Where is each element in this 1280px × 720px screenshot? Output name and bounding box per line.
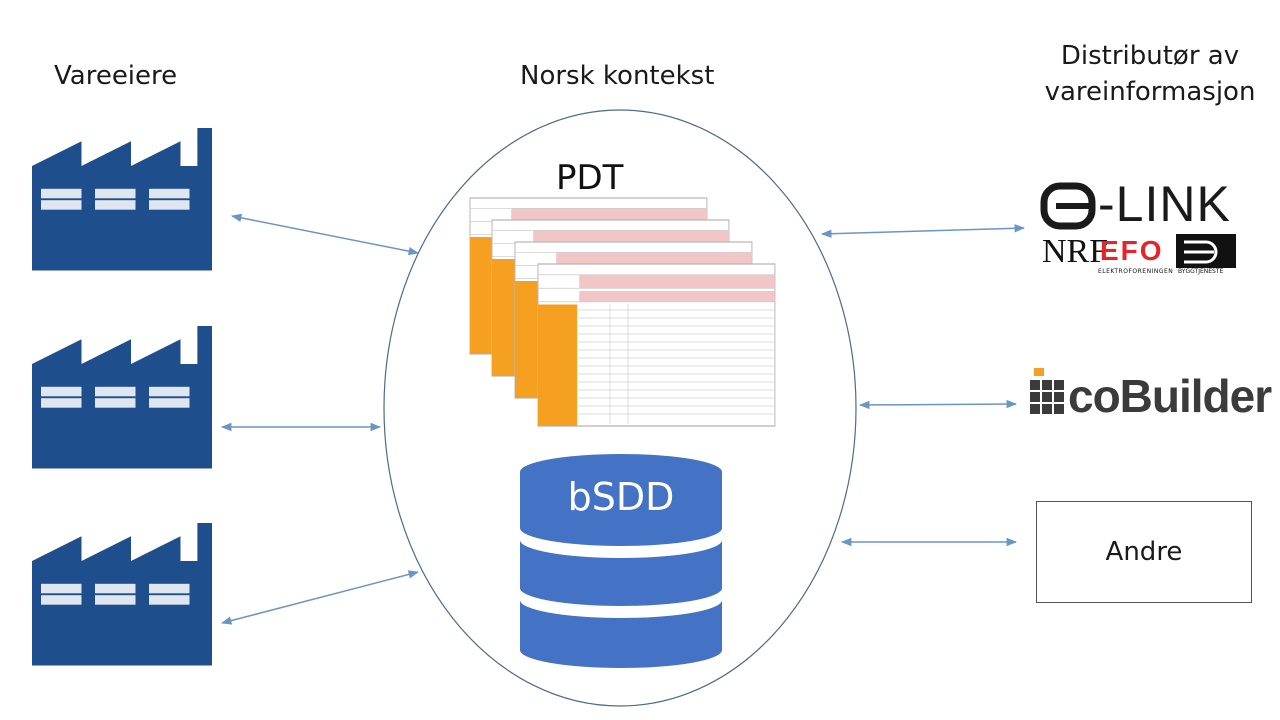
distributor-heading-line1: Distributør av [1060,41,1240,71]
efo-caption: ELEKTROFORENINGEN [1098,268,1174,275]
efo-logo-mark [1098,237,1172,267]
spreadsheet-detail-lines [578,304,775,424]
byggtjeneste-caption: BYGGTJENESTE [1178,268,1224,275]
cobuilder-logo-mark [1030,368,1064,414]
bsdd-label: bSDD [567,475,675,519]
andre-box: Andre [1036,501,1252,603]
factory-icon [32,326,212,469]
arrow-factory3-center [220,570,420,625]
database-icon [520,454,722,668]
efo-logo-text: EFO [1100,235,1164,266]
norsk-kontekst-heading: Norsk kontekst [520,61,715,91]
byggtjeneste-logo-mark [1176,234,1236,268]
nrf-logo-text: NRF [1042,233,1109,270]
cobuilder-logo-text: coBuilder [1068,370,1272,422]
factory-icon [32,523,212,666]
spreadsheet-document-icon [537,263,776,427]
arrow-center-cobuilder [858,399,1018,410]
b-link-logo-mark [1040,182,1096,230]
factory-icon [32,128,212,271]
andre-label: Andre [1105,537,1183,567]
distributor-heading: Distributør av vareinformasjon [1030,38,1270,110]
vareeiere-heading: Vareeiere [54,61,178,91]
b-link-logo-text: -LINK [1098,176,1231,232]
distributor-heading-line2: vareinformasjon [1044,77,1256,107]
arrow-factory1-center [230,213,420,256]
arrow-center-blink [820,224,1026,238]
pdt-label: PDT [556,158,624,198]
norsk-kontekst-ellipse [383,109,857,707]
